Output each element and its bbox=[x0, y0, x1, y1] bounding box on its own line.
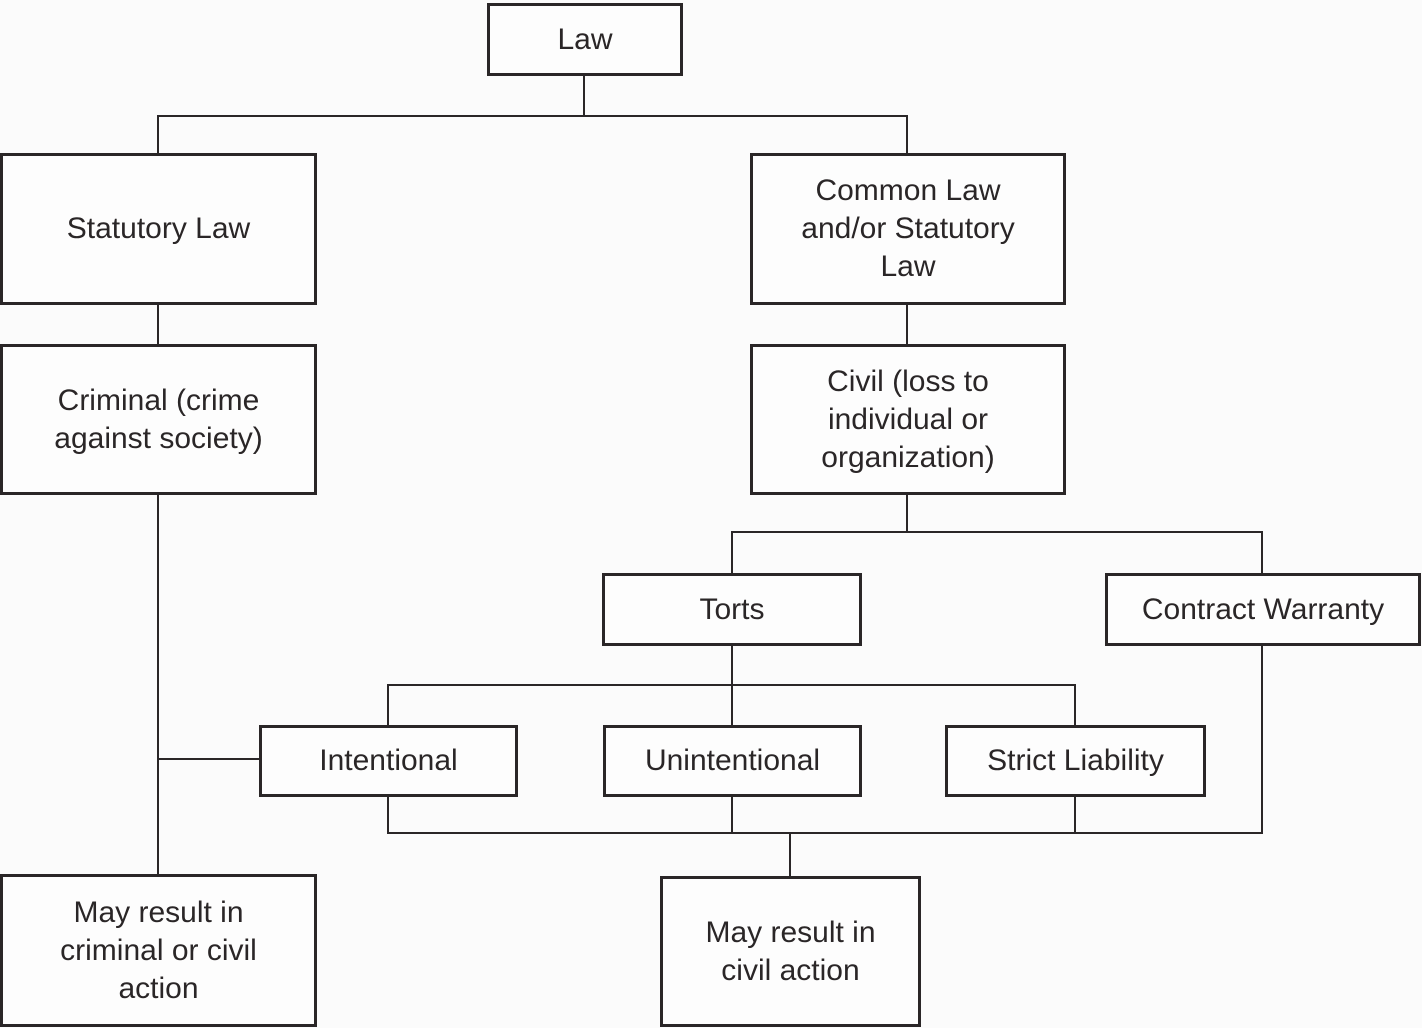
connector-contract-warranty-down bbox=[1261, 644, 1263, 834]
connector-result-civil-down bbox=[789, 832, 791, 878]
connector-intentional-up bbox=[387, 684, 389, 727]
node-contract-warranty-label: Contract Warranty bbox=[1141, 592, 1385, 626]
connector-top-horizontal bbox=[157, 115, 908, 117]
connector-common-civil bbox=[906, 303, 908, 346]
node-common-law-label: Common Law and/or Statutory Law bbox=[801, 174, 1015, 283]
node-strict-liability-label: Strict Liability bbox=[987, 744, 1164, 777]
node-unintentional: Unintentional bbox=[603, 725, 862, 797]
connector-civil-down bbox=[906, 493, 908, 533]
node-common-law: Common Law and/or Statutory Law bbox=[750, 153, 1066, 305]
node-civil-label: Civil (loss to individual or organizatio… bbox=[821, 364, 995, 474]
connector-statutory-up bbox=[157, 115, 159, 155]
node-civil: Civil (loss to individual or organizatio… bbox=[750, 344, 1066, 495]
node-torts-label: Torts bbox=[699, 592, 765, 626]
connector-strict-liability-down bbox=[1074, 795, 1076, 834]
node-result-criminal-civil: May result in criminal or civil action bbox=[0, 874, 317, 1027]
node-unintentional-label: Unintentional bbox=[644, 744, 821, 777]
node-law: Law bbox=[487, 3, 683, 76]
node-contract-warranty: Contract Warranty bbox=[1105, 573, 1421, 646]
connector-civil-branch-horizontal bbox=[731, 531, 1263, 533]
connector-law-down bbox=[583, 74, 585, 117]
node-intentional-label: Intentional bbox=[319, 744, 458, 777]
connector-criminal-intentional-horizontal bbox=[157, 758, 261, 760]
node-result-civil-label: May result in civil action bbox=[705, 915, 876, 987]
node-law-label: Law bbox=[557, 22, 613, 56]
connector-unintentional-down bbox=[731, 795, 733, 834]
connector-torts-up bbox=[731, 531, 733, 575]
connector-bottom-horizontal bbox=[387, 832, 1263, 834]
node-result-criminal-civil-label: May result in criminal or civil action bbox=[60, 895, 257, 1005]
node-intentional: Intentional bbox=[259, 725, 518, 797]
connector-contract-warranty-up bbox=[1261, 531, 1263, 575]
node-statutory-law-label: Statutory Law bbox=[66, 212, 251, 245]
connector-statutory-criminal bbox=[157, 303, 159, 346]
node-torts: Torts bbox=[602, 573, 862, 646]
node-criminal: Criminal (crime against society) bbox=[0, 344, 317, 495]
node-result-civil: May result in civil action bbox=[660, 876, 921, 1027]
node-criminal-label: Criminal (crime against society) bbox=[54, 383, 263, 455]
connector-torts-branch-horizontal bbox=[387, 684, 1076, 686]
connector-strict-liability-up bbox=[1074, 684, 1076, 727]
connector-intentional-down bbox=[387, 795, 389, 834]
connector-common-up bbox=[906, 115, 908, 155]
node-statutory-law: Statutory Law bbox=[0, 153, 317, 305]
connector-criminal-long-down bbox=[157, 493, 159, 876]
node-strict-liability: Strict Liability bbox=[945, 725, 1206, 797]
